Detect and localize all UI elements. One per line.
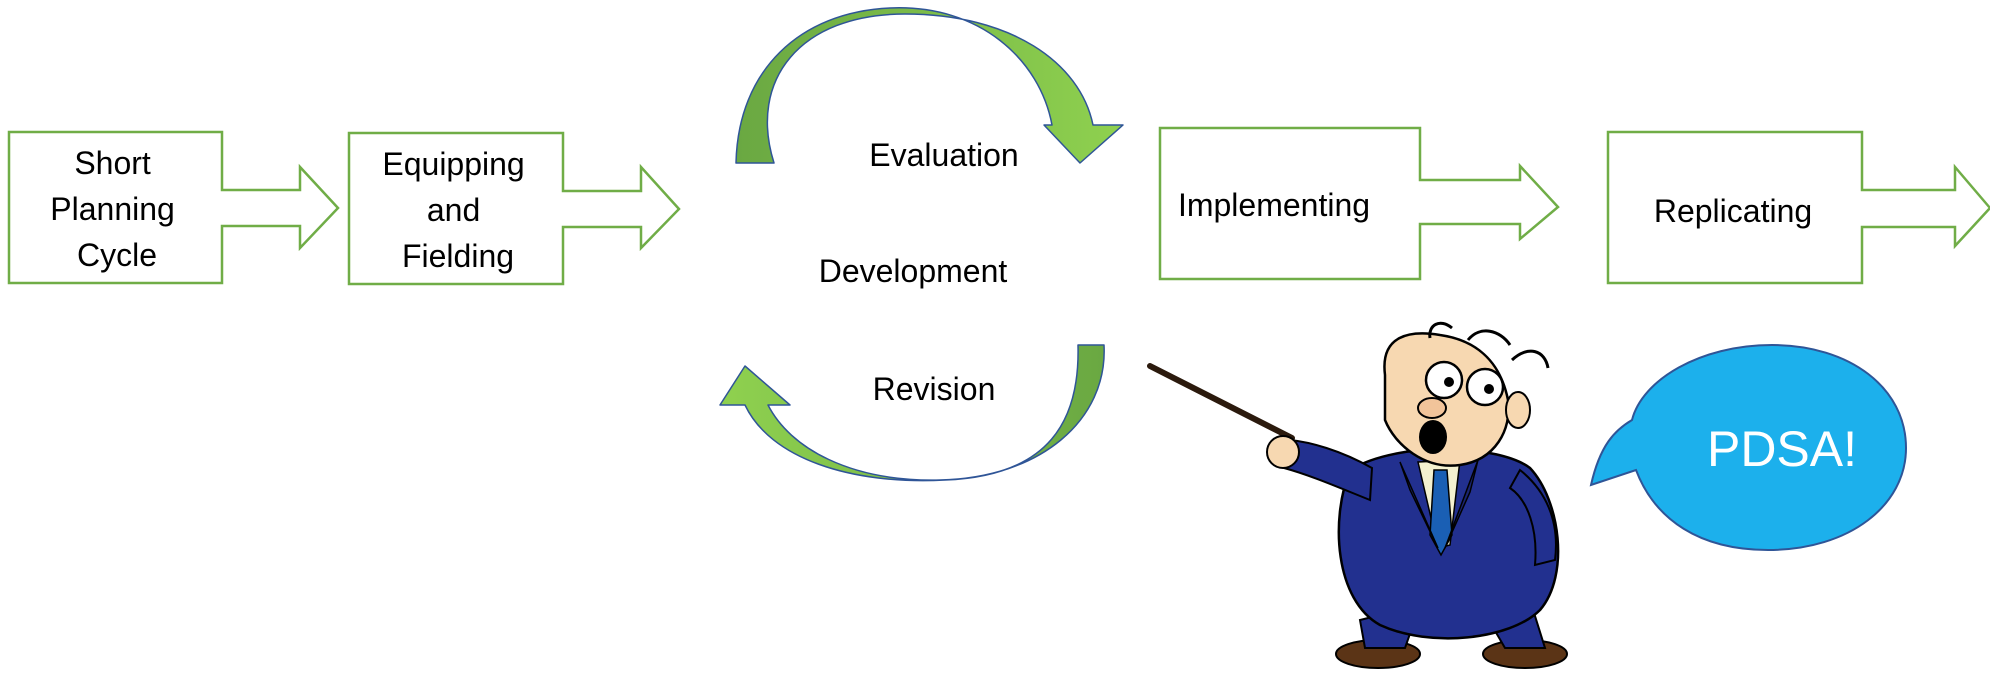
right-pupil [1484,384,1494,394]
step-label: Replicating [1654,193,1812,229]
bottom-cycle-arrow [719,344,1105,482]
right-lapel [1444,459,1479,549]
step-equipping-and-fielding: Equipping and Fielding [347,131,681,286]
step-replicating: Replicating [1606,130,1990,285]
step-arrow-box [1158,126,1560,281]
tie [1429,469,1453,557]
hand [1266,435,1300,469]
cycle-label-development: Development [819,253,1008,289]
step-label: Implementing [1178,187,1370,223]
hair [1428,321,1550,369]
step-label-line: and [427,192,480,228]
step-label-line: Cycle [77,237,157,273]
callout-text: PDSA! [1707,421,1857,477]
left-pupil [1444,377,1454,387]
step-label: Short Planning Cycle [50,145,183,273]
nose [1417,397,1447,419]
step-label: Equipping and Fielding [382,146,533,274]
step-label-line: Planning [50,191,175,227]
resting-arm [1508,468,1557,567]
step-arrow-box [7,130,340,285]
pointer-stick [1147,363,1295,441]
step-label-line: Short [74,145,151,181]
cycle-label-revision: Revision [873,371,996,407]
step-short-planning-cycle: Short Planning Cycle [7,130,340,285]
step-label-line: Equipping [382,146,524,182]
speech-bubble-shape [1589,343,1908,552]
step-label-line: Fielding [402,238,514,274]
glasses-left-lens [1424,360,1464,400]
top-cycle-arrow [735,7,1124,164]
ear [1505,391,1531,429]
cycle-arrows: Evaluation Development Revision [719,7,1124,482]
mouth [1419,420,1447,454]
left-lapel [1399,461,1439,549]
presenter-icon [1147,321,1568,669]
step-implementing: Implementing [1158,126,1560,281]
cycle-label-evaluation: Evaluation [869,137,1018,173]
step-arrow-box [1606,130,1990,285]
speech-bubble-icon: PDSA! [1589,343,1908,552]
step-arrow-box [347,131,681,286]
